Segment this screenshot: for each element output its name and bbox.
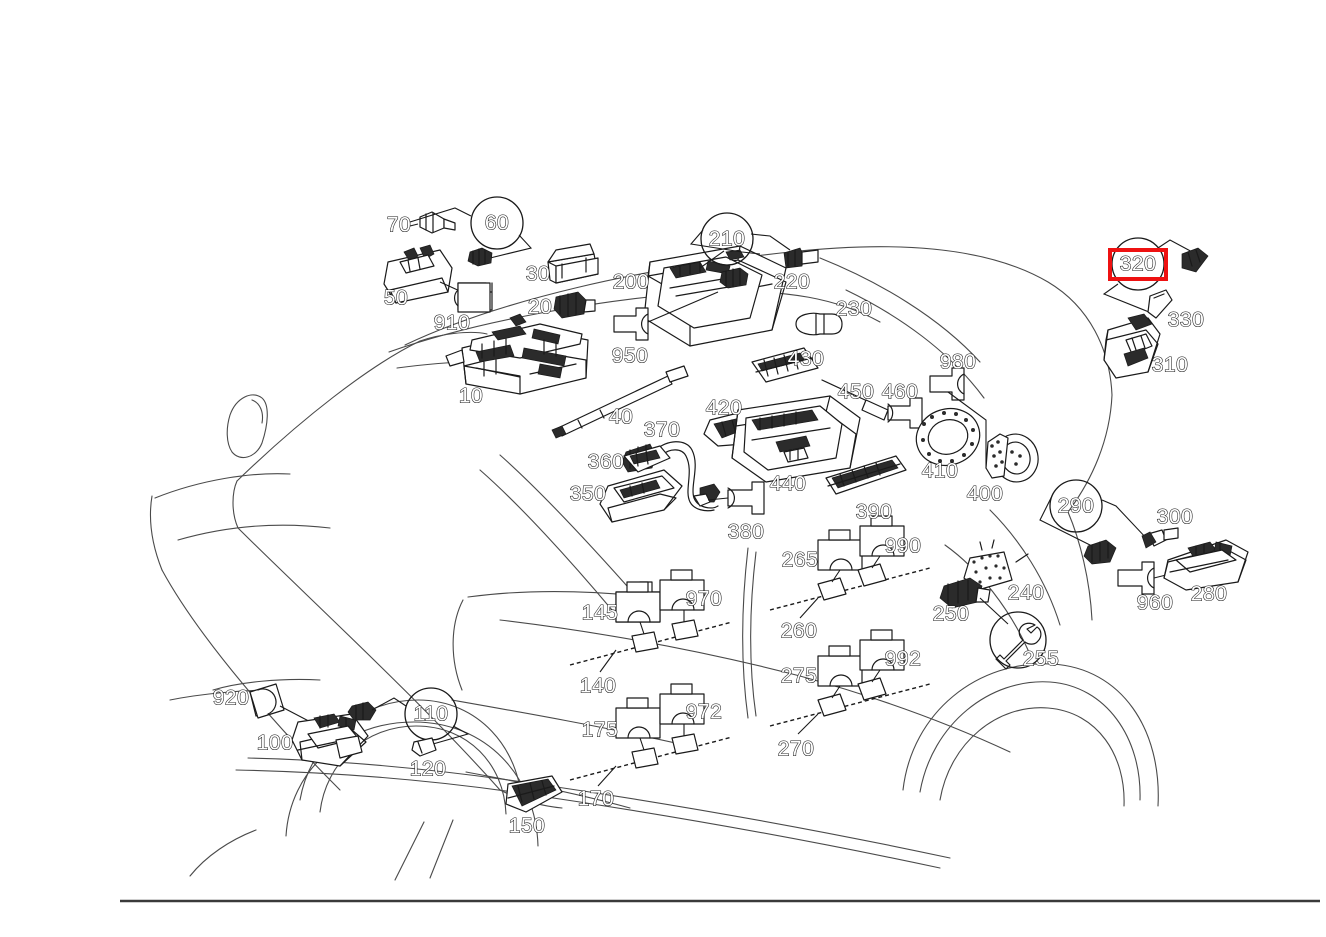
callout-label-150: 150 — [508, 814, 546, 838]
callout-label-10: 10 — [458, 384, 484, 408]
callout-label-310: 310 — [1151, 353, 1189, 377]
part-310-housing — [1103, 313, 1161, 379]
callout-label-120: 120 — [409, 757, 447, 781]
part-280-assembly — [1163, 539, 1249, 591]
callout-label-460: 460 — [881, 380, 919, 404]
part-150-module — [505, 775, 563, 813]
part-200-overhead-console — [643, 245, 787, 347]
part-240-component — [963, 539, 1029, 591]
part-100-module — [291, 713, 369, 767]
callout-label-450: 450 — [837, 380, 875, 404]
part-295-connector — [1083, 539, 1117, 565]
callout-label-175: 175 — [581, 718, 619, 742]
part-215-connector — [719, 267, 749, 289]
part-410-ring — [915, 407, 981, 467]
callout-label-420: 420 — [705, 396, 743, 420]
callout-60-circle — [409, 196, 533, 260]
callout-label-260: 260 — [780, 619, 818, 643]
callout-label-370: 370 — [643, 418, 681, 442]
callout-label-40: 40 — [608, 405, 634, 429]
callout-label-250: 250 — [932, 602, 970, 626]
part-30-console-box — [547, 243, 599, 284]
callout-label-992: 992 — [884, 647, 922, 671]
part-50-switch-module — [383, 244, 463, 304]
part-390-connector-block — [825, 455, 907, 495]
part-430-flex-circuit — [751, 347, 819, 383]
callout-label-145: 145 — [581, 601, 619, 625]
callout-label-410: 410 — [921, 459, 959, 483]
callout-label-20: 20 — [527, 295, 553, 319]
part-250-connector — [939, 577, 1009, 625]
callout-label-300: 300 — [1156, 505, 1194, 529]
cluster-145-970 — [599, 569, 705, 673]
callout-label-390: 390 — [855, 500, 893, 524]
part-350-lamp-unit — [599, 469, 683, 523]
callout-label-170: 170 — [577, 787, 615, 811]
part-440-module — [731, 395, 861, 483]
callout-210-circle — [689, 212, 791, 266]
callout-label-290: 290 — [1057, 494, 1095, 518]
callout-label-990: 990 — [884, 534, 922, 558]
part-910-tag — [454, 282, 493, 313]
callout-label-230: 230 — [835, 297, 873, 321]
cluster-175-972 — [597, 683, 705, 787]
part-105-connector — [347, 701, 377, 721]
callout-label-200: 200 — [612, 270, 650, 294]
part-40-rod — [551, 365, 689, 439]
part-120-clip — [411, 737, 437, 757]
callout-label-972: 972 — [685, 700, 723, 724]
part-300-connector — [1141, 527, 1179, 549]
part-220-connector — [783, 247, 819, 269]
callout-label-350: 350 — [569, 482, 607, 506]
cluster-275-992 — [797, 629, 905, 735]
part-65-connector — [467, 247, 493, 267]
cluster-265-990 — [799, 515, 905, 619]
callout-label-920: 920 — [212, 686, 250, 710]
callout-label-50: 50 — [383, 286, 409, 310]
callout-255-service-icon — [989, 611, 1047, 670]
part-950-tag — [613, 291, 719, 341]
part-920-tag — [249, 683, 323, 729]
callout-label-255: 255 — [1022, 647, 1060, 671]
callout-label-960: 960 — [1136, 591, 1174, 615]
callout-label-240: 240 — [1007, 581, 1045, 605]
callout-label-100: 100 — [256, 731, 294, 755]
part-20-connector — [553, 291, 596, 319]
callout-label-430: 430 — [787, 347, 825, 371]
part-230-lamp — [795, 312, 843, 336]
callout-label-360: 360 — [587, 450, 625, 474]
callout-label-275: 275 — [780, 664, 818, 688]
part-10-control-unit — [445, 313, 589, 395]
callout-label-280: 280 — [1190, 582, 1228, 606]
callout-label-970: 970 — [685, 587, 723, 611]
part-360-module — [623, 445, 671, 473]
callout-label-265: 265 — [781, 548, 819, 572]
callout-label-30: 30 — [525, 262, 551, 286]
part-330-bulb — [1147, 289, 1173, 319]
callout-label-220: 220 — [773, 270, 811, 294]
callout-label-400: 400 — [966, 482, 1004, 506]
part-980-tag — [929, 367, 1001, 471]
callout-label-380: 380 — [727, 520, 765, 544]
part-380-tag — [707, 481, 765, 515]
callout-label-950: 950 — [611, 344, 649, 368]
callout-290-circle — [1039, 479, 1149, 547]
callout-label-140: 140 — [579, 674, 617, 698]
callout-label-910: 910 — [433, 311, 471, 335]
callout-label-440: 440 — [769, 472, 807, 496]
callout-label-330: 330 — [1167, 308, 1205, 332]
part-400-motor — [985, 433, 1039, 483]
callout-label-60: 60 — [484, 211, 510, 235]
callout-label-210: 210 — [708, 227, 746, 251]
part-450-rod — [821, 379, 889, 421]
callout-label-270: 270 — [777, 737, 815, 761]
callout-label-70: 70 — [386, 213, 412, 237]
callout-label-320: 320 — [1119, 252, 1157, 276]
callout-label-110: 110 — [413, 702, 449, 726]
callout-label-980: 980 — [939, 350, 977, 374]
part-325-connector — [1181, 247, 1209, 273]
